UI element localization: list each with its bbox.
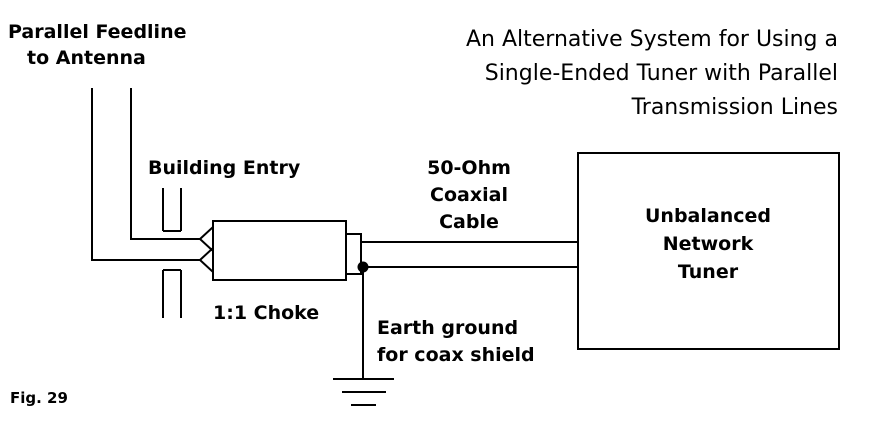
building-wall	[162, 188, 182, 318]
choke-body	[212, 220, 347, 281]
ground-label-line-1: Earth ground	[377, 317, 518, 339]
figure-label: Fig. 29	[10, 389, 68, 407]
coax-label-line-1: 50-Ohm	[427, 157, 511, 179]
choke-input-connector-top	[198, 224, 214, 254]
ground-connection	[333, 261, 394, 406]
ground-symbol	[333, 378, 394, 406]
title-line-1: An Alternative System for Using a	[466, 27, 838, 52]
title-line-3: Transmission Lines	[631, 95, 838, 120]
tuner-box	[577, 152, 840, 350]
coax-label-line-2: Coaxial	[430, 184, 508, 206]
tuner-label-line-1: Unbalanced	[645, 205, 771, 227]
feedline-wire-outer	[91, 88, 200, 261]
parallel-feedline	[91, 88, 200, 261]
tuner-label-line-2: Network	[663, 233, 754, 255]
choke-label: 1:1 Choke	[213, 302, 319, 324]
building-entry-label: Building Entry	[148, 157, 301, 179]
ground-label-line-2: for coax shield	[377, 344, 535, 366]
feedline-wire-inner	[130, 88, 200, 240]
coax-label-line-3: Cable	[439, 211, 499, 233]
feedline-label-line-1: Parallel Feedline	[8, 21, 187, 43]
feedline-label-line-2: to Antenna	[27, 47, 146, 69]
choke-input-connector-bottom	[198, 245, 214, 275]
coax-cable	[361, 241, 578, 268]
title-line-2: Single-Ended Tuner with Parallel	[485, 61, 838, 86]
choke-output-connector	[345, 233, 362, 275]
tuner-label-line-3: Tuner	[678, 261, 739, 283]
choke-symbol	[198, 220, 362, 281]
